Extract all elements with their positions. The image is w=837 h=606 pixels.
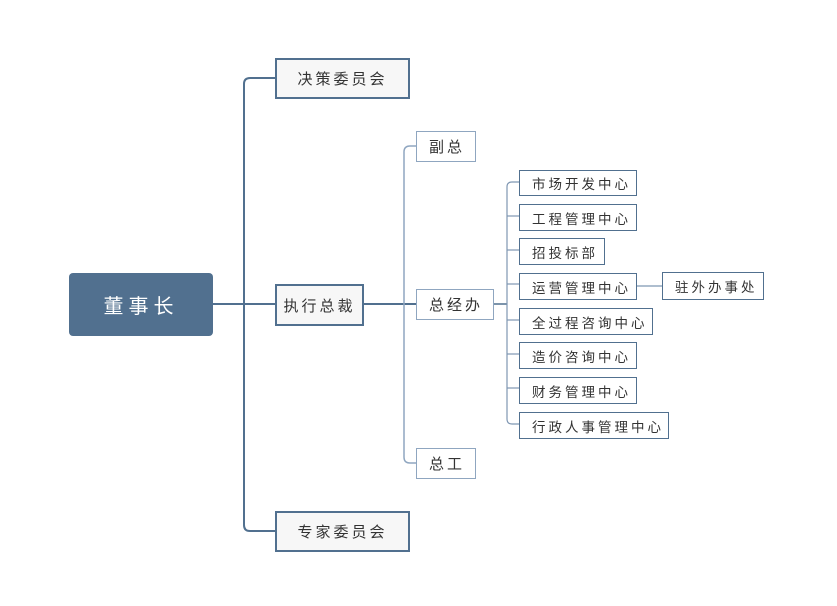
node-label: 运营管理中心 [532, 280, 631, 297]
department-node[interactable]: 造价咨询中心 [519, 342, 637, 369]
chief-engineer-node[interactable]: 总工 [416, 448, 476, 479]
node-label: 全过程咨询中心 [532, 315, 648, 332]
decision-committee-node[interactable]: 决策委员会 [275, 58, 410, 99]
vice-president-node[interactable]: 副总 [416, 131, 476, 162]
node-label: 驻外办事处 [675, 280, 758, 296]
node-label: 行政人事管理中心 [532, 419, 664, 436]
executive-president-node[interactable]: 执行总裁 [275, 284, 364, 326]
node-label: 市场开发中心 [532, 177, 631, 193]
chairman-node[interactable]: 董事长 [69, 273, 213, 336]
node-label: 工程管理中心 [532, 211, 631, 228]
field-office-node[interactable]: 驻外办事处 [662, 272, 764, 300]
node-label: 造价咨询中心 [532, 349, 631, 366]
node-label: 副总 [429, 138, 466, 156]
department-node[interactable]: 工程管理中心 [519, 204, 637, 231]
node-label: 招投标部 [532, 245, 598, 262]
gm-office-node[interactable]: 总经办 [416, 289, 494, 320]
chairman-label: 董事长 [103, 294, 179, 318]
department-node[interactable]: 行政人事管理中心 [519, 412, 669, 439]
node-label: 决策委员会 [297, 70, 388, 88]
department-node[interactable]: 全过程咨询中心 [519, 308, 653, 335]
node-label: 总工 [429, 455, 466, 473]
node-label: 总经办 [429, 296, 484, 314]
expert-committee-node[interactable]: 专家委员会 [275, 511, 410, 552]
department-node[interactable]: 市场开发中心 [519, 170, 637, 196]
department-node[interactable]: 财务管理中心 [519, 377, 637, 404]
node-label: 财务管理中心 [532, 384, 631, 401]
department-node[interactable]: 招投标部 [519, 238, 605, 265]
node-label: 执行总裁 [283, 296, 356, 315]
node-label: 专家委员会 [297, 523, 388, 541]
department-node[interactable]: 运营管理中心 [519, 273, 637, 300]
